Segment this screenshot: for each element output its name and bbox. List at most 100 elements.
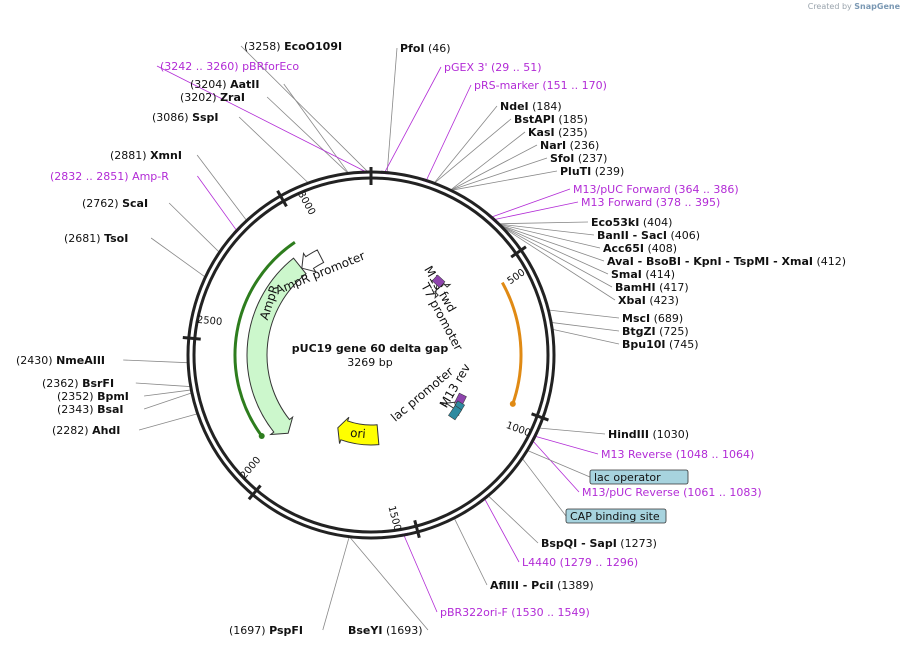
site-label: (3258) EcoO109I [244, 40, 342, 53]
site-name: BseYI [348, 624, 382, 637]
primer-pbrforeco: (3242 .. 3260) pBRforEco [160, 60, 299, 73]
ruler-tick [510, 245, 527, 259]
site-name: pBR322ori-F [440, 606, 508, 619]
site-name: EcoO109I [284, 40, 342, 53]
site-label: Acc65I (408) [603, 242, 677, 255]
feature-box-marker [448, 405, 463, 421]
site-location: (2352) [57, 390, 94, 403]
leader-line [501, 225, 605, 262]
leader-line [386, 47, 398, 172]
site-location: (404) [643, 216, 673, 229]
site-name: pGEX 3' [444, 61, 488, 74]
leader-line [552, 322, 620, 332]
site-label: (2832 .. 2851) Amp-R [50, 170, 169, 183]
site-hindiii: HindIII (1030) [608, 428, 689, 441]
leader-line [499, 221, 589, 225]
site-zrai: (3202) ZraI [180, 91, 245, 104]
site-location: (29 .. 51) [491, 61, 542, 74]
primer-m13-forward: M13 Forward (378 .. 395) [581, 196, 720, 209]
site-label: M13/pUC Forward (364 .. 386) [573, 183, 739, 196]
site-labels: PfoI (46)NdeI (184)BstAPI (185)KasI (235… [16, 40, 846, 637]
site-location: (184) [532, 100, 562, 113]
site-location: (3242 .. 3260) [160, 60, 239, 73]
ruler-tick [182, 336, 201, 341]
site-name: pBRforEco [242, 60, 299, 73]
site-label: NarI (236) [540, 139, 599, 152]
site-location: (2881) [110, 149, 147, 162]
site-label: pBR322ori-F (1530 .. 1549) [440, 606, 590, 619]
primer-site-marker [431, 274, 446, 288]
credit-prefix: Created by [807, 2, 852, 11]
site-location: (3204) [190, 78, 227, 91]
snapgene-credit: Created by SnapGene [808, 2, 900, 11]
site-name: ZraI [220, 91, 245, 104]
leader-line [502, 226, 613, 288]
leader-line [196, 154, 247, 221]
site-label: (2352) BpmI [57, 390, 129, 403]
snapgene-logo: SnapGene [854, 2, 900, 11]
site-label: Bpu10I (745) [622, 338, 699, 351]
site-label: BspQI - SapI (1273) [541, 537, 657, 550]
site-location: (423) [649, 294, 679, 307]
site-name: SfoI [550, 152, 574, 165]
site-name: AatII [230, 78, 259, 91]
leader-line [539, 427, 606, 435]
site-label: (2430) NmeAIII [16, 354, 105, 367]
leader-line [384, 66, 442, 172]
site-name: BsaI [97, 403, 123, 416]
ruler-tick [247, 484, 262, 501]
site-label: (3202) ZraI [180, 91, 245, 104]
site-label: (3204) AatII [190, 78, 259, 91]
site-name: BsrFI [82, 377, 114, 390]
site-label: BstAPI (185) [514, 113, 588, 126]
site-label: (2762) ScaI [82, 197, 148, 210]
orf-arrowhead [258, 432, 265, 439]
site-location: (414) [645, 268, 675, 281]
leader-line [452, 170, 558, 191]
site-location: (46) [428, 42, 451, 55]
site-name: BpmI [97, 390, 129, 403]
site-location: (235) [558, 126, 588, 139]
leader-line [123, 359, 188, 364]
site-label: (2681) TsoI [64, 232, 128, 245]
site-name: Bpu10I [622, 338, 666, 351]
leader-line [426, 84, 472, 180]
site-label: (3242 .. 3260) pBRforEco [160, 60, 299, 73]
feature-box-label: CAP binding site [570, 510, 660, 523]
backbone-outer-ring [186, 170, 556, 540]
site-name: XbaI [618, 294, 646, 307]
leader-line [283, 83, 349, 173]
site-label: (3086) SspI [152, 111, 219, 124]
leader-line [451, 157, 548, 191]
site-tsoi: (2681) TsoI [64, 232, 128, 245]
feature-ori [337, 416, 380, 446]
site-bpu10i: Bpu10I (745) [622, 338, 699, 351]
ruler-tick [531, 412, 549, 422]
site-name: NdeI [500, 100, 529, 113]
site-location: (1530 .. 1549) [511, 606, 590, 619]
site-label: AvaI - BsoBI - KpnI - TspMI - XmaI (412) [607, 255, 846, 268]
site-name: XmnI [150, 149, 182, 162]
site-xmni: (2881) XmnI [110, 149, 182, 162]
ruler-label: 2500 [196, 315, 222, 328]
leader-line [156, 65, 365, 172]
leader-line [350, 537, 429, 631]
site-label: XbaI (423) [618, 294, 679, 307]
leader-line [143, 392, 192, 410]
site-label: (1697) PspFI [229, 624, 303, 637]
site-location: (412) [816, 255, 846, 268]
boxed-feature-cap-binding-site: CAP binding site [565, 508, 667, 524]
site-label: pRS-marker (151 .. 170) [474, 79, 607, 92]
site-name: KasI [528, 126, 555, 139]
site-bsrfi: (2362) BsrFI [42, 377, 114, 390]
site-location: (1389) [557, 579, 594, 592]
site-name: MscI [622, 312, 650, 325]
site-label: BseYI (1693) [348, 624, 423, 637]
site-bspqi-sapi: BspQI - SapI (1273) [541, 537, 657, 550]
ruler-label: 2000 [239, 455, 264, 482]
site-msci: MscI (689) [622, 312, 683, 325]
site-name: M13 Forward [581, 196, 652, 209]
site-smai: SmaI (414) [611, 268, 675, 281]
leader-line [240, 45, 368, 172]
